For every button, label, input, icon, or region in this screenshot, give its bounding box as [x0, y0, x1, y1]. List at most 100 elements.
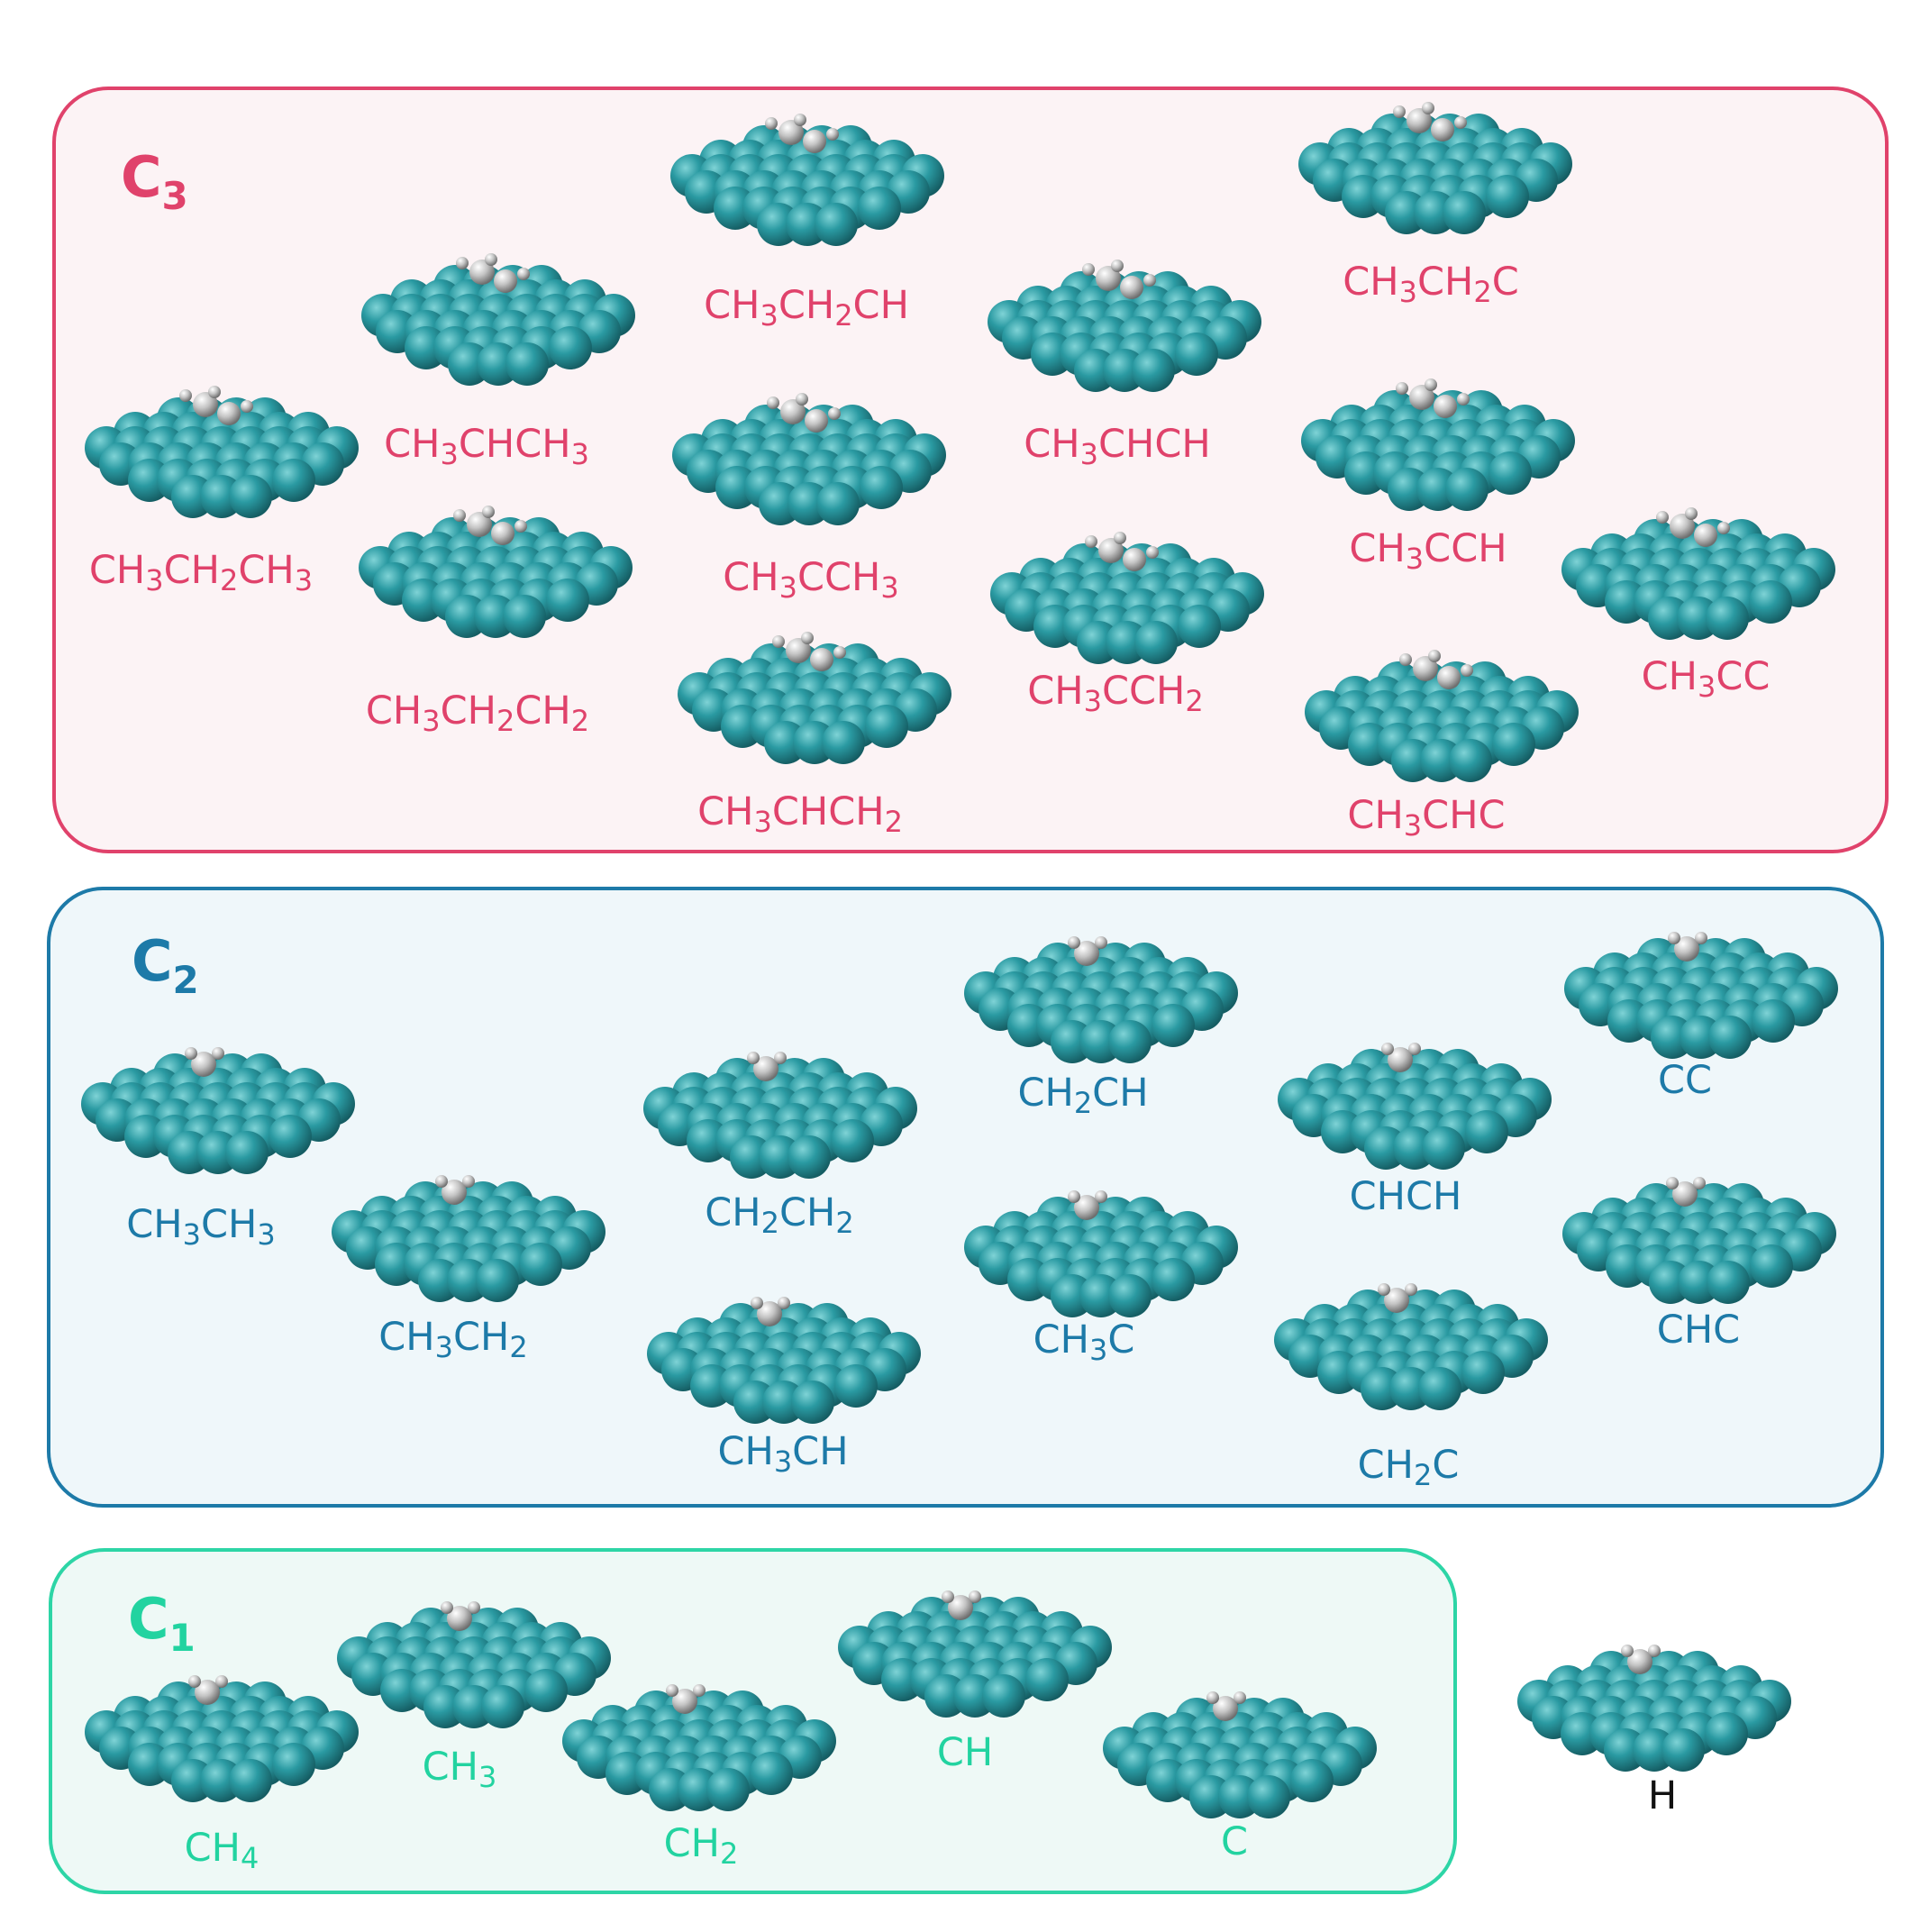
adsorbate-atom	[1425, 378, 1437, 391]
adsorbate-atom	[1431, 118, 1454, 141]
species-label: CH3CH2	[378, 1315, 528, 1364]
adsorbate-atom	[969, 1590, 981, 1603]
slab-render	[1305, 650, 1579, 782]
adsorbate-atom	[810, 648, 833, 671]
slab-render	[81, 1047, 355, 1174]
adsorbate-atom	[217, 402, 241, 425]
metal-atom	[229, 475, 272, 518]
species-label: CH2CH	[1017, 1071, 1149, 1120]
species-label: CHCH	[1349, 1174, 1462, 1219]
species-label: CH2	[663, 1821, 739, 1871]
slab-render	[1517, 1645, 1791, 1772]
metal-atom	[1486, 175, 1529, 218]
adsorbate-atom	[1381, 1043, 1394, 1055]
species-label: CH3CHCH	[1024, 422, 1211, 471]
metal-atom	[1443, 191, 1486, 234]
metal-atom	[481, 1685, 524, 1728]
slab-render	[670, 114, 944, 246]
species-label: CH3CH2CH	[704, 283, 909, 333]
metal-atom	[1461, 1351, 1505, 1394]
adsorbate-atom	[1378, 1283, 1390, 1296]
adsorbate-atom	[469, 260, 495, 285]
adsorbate-atom	[208, 386, 221, 398]
adsorbate-atom	[1396, 382, 1408, 395]
metal-atom	[1152, 1004, 1195, 1047]
adsorbate-atom	[1648, 1645, 1661, 1657]
adsorbate-atom	[778, 1297, 790, 1309]
metal-atom	[1247, 1775, 1290, 1818]
metal-atom	[1290, 1759, 1334, 1802]
metal-atom	[865, 705, 908, 748]
adsorbate-atom	[193, 392, 218, 417]
adsorbate-atom	[801, 632, 814, 644]
adsorbate-atom	[1095, 936, 1107, 949]
adsorbate-atom	[1408, 1043, 1421, 1055]
adsorbate-atom	[1428, 650, 1441, 662]
adsorbate-atom	[215, 1675, 228, 1688]
adsorbate-atom	[1082, 263, 1095, 276]
adsorbate-atom	[1674, 936, 1699, 961]
metal-atom	[1465, 1110, 1508, 1153]
slab-render	[988, 260, 1261, 392]
adsorbate-atom	[1422, 102, 1434, 114]
metal-atom	[505, 342, 549, 386]
slab-render	[964, 1190, 1238, 1317]
metal-atom	[225, 1131, 269, 1174]
adsorbate-atom	[482, 506, 495, 518]
adsorbate-atom	[517, 268, 530, 280]
metal-atom	[272, 459, 315, 502]
metal-atom	[549, 326, 592, 369]
adsorbate-atom	[1098, 538, 1124, 563]
adsorbate-atom	[1399, 653, 1412, 666]
metal-atom	[519, 1243, 562, 1286]
adsorbate-atom	[1457, 393, 1470, 406]
adsorbate-atom	[666, 1684, 678, 1697]
slab-render	[643, 1052, 917, 1179]
metal-atom	[1749, 580, 1792, 624]
adsorbate-atom	[803, 130, 826, 153]
metal-atom	[1661, 1728, 1705, 1772]
adsorbate-atom	[1693, 1177, 1706, 1189]
adsorbate-atom	[772, 635, 785, 648]
adsorbate-atom	[765, 117, 778, 130]
metal-atom	[546, 579, 589, 622]
species-label: CH3CCH3	[723, 555, 899, 605]
adsorbate-atom	[1114, 532, 1126, 544]
adsorbate-atom	[1413, 656, 1438, 681]
adsorbate-atom	[1143, 274, 1156, 287]
adsorbate-atom	[1234, 1691, 1246, 1704]
metal-atom	[1445, 468, 1488, 511]
adsorbate-atom	[1123, 548, 1146, 571]
group-c3-box: C3	[52, 87, 1889, 853]
slab-render	[1561, 507, 1835, 640]
metal-atom	[1752, 999, 1795, 1043]
adsorbate-atom	[179, 389, 192, 402]
adsorbate-atom	[767, 396, 779, 409]
metal-atom	[791, 1381, 834, 1424]
metal-atom	[1418, 1367, 1461, 1410]
species-label: CH3CH2CH2	[365, 688, 590, 738]
adsorbate-atom	[491, 522, 514, 545]
adsorbate-atom	[1146, 546, 1159, 559]
slab-render	[359, 506, 633, 638]
adsorbate-atom	[1685, 507, 1698, 520]
species-label: CH3CCH2	[1027, 669, 1204, 718]
species-label: CH3C	[1033, 1317, 1135, 1367]
slab-render	[1103, 1691, 1377, 1818]
slab-render	[361, 253, 635, 386]
species-label: CH3CH2CH3	[88, 548, 314, 597]
species-label: CH2CH2	[705, 1190, 854, 1240]
slab-render	[964, 936, 1238, 1063]
metal-atom	[269, 1115, 312, 1158]
group-c3-title: C3	[121, 144, 188, 218]
adsorbate-atom	[833, 646, 846, 659]
metal-atom	[706, 1768, 750, 1811]
slab-render	[85, 386, 359, 518]
adsorbate-atom	[778, 120, 804, 145]
metal-atom	[831, 1119, 874, 1162]
adsorbate-atom	[1388, 1047, 1413, 1072]
metal-atom	[476, 1259, 519, 1302]
group-c2-title: C2	[132, 928, 199, 1002]
adsorbate-atom	[693, 1684, 706, 1697]
adsorbate-atom	[794, 114, 806, 126]
